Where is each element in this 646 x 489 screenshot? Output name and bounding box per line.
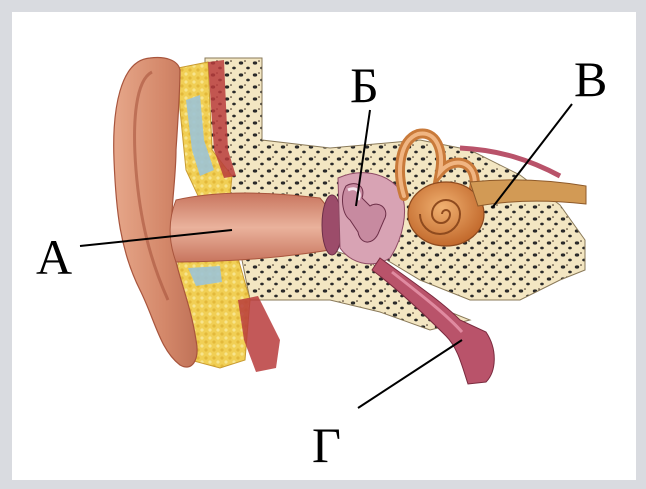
label-g: Г <box>312 417 341 473</box>
label-b: Б <box>350 57 379 113</box>
leader-line-g <box>358 340 462 408</box>
ear-canal <box>170 193 330 262</box>
label-a: А <box>36 229 72 285</box>
label-v: В <box>574 51 607 107</box>
